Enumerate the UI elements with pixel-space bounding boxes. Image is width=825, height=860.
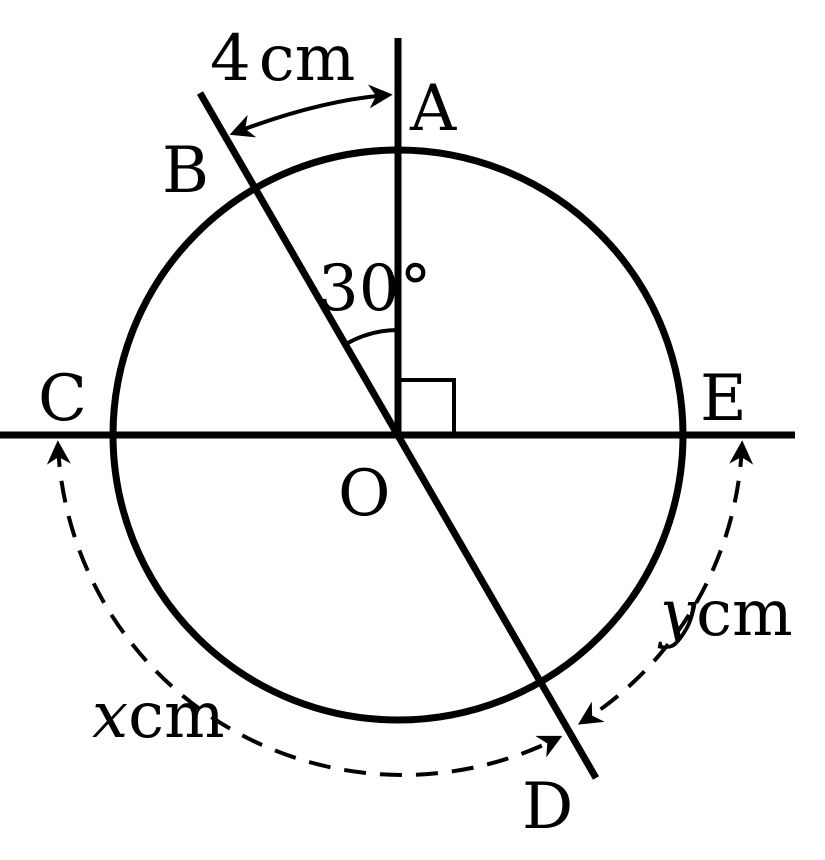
point-label-d: D [522, 770, 573, 844]
point-label-b: B [162, 134, 209, 208]
angle-arc-30 [345, 328, 399, 346]
angle-label-30: 30° [318, 252, 431, 326]
right-angle-marker [398, 378, 456, 435]
point-label-a: A [409, 72, 457, 146]
arc-arrow-ed [577, 440, 754, 725]
point-label-c: C [38, 362, 87, 436]
label-ycm: ycm [657, 577, 793, 651]
arc-arrow-cd [46, 440, 563, 777]
label-xcm: xcm [92, 679, 225, 753]
point-label-o: O [338, 457, 390, 531]
point-label-e: E [700, 362, 747, 436]
arc-arrow-ab [229, 84, 393, 138]
